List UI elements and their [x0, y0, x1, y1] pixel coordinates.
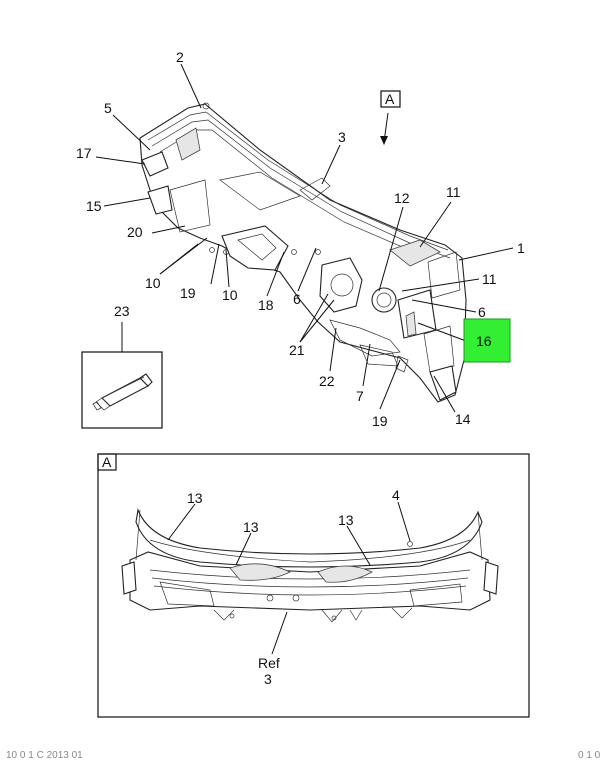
ref-label: Ref — [258, 655, 280, 671]
callout-14: 14 — [455, 411, 471, 427]
callout-13c: 13 — [338, 512, 354, 528]
callout-13a: 13 — [187, 490, 203, 506]
callout-22: 22 — [319, 373, 335, 389]
callouts: 2 5 17 3 15 20 10 19 10 18 6 12 11 1 11 … — [76, 49, 525, 429]
footer-left: 10 0 1 C 2013 01 — [6, 750, 83, 761]
callout-11a: 11 — [446, 184, 461, 200]
detail-a-frame — [97, 453, 530, 718]
sealant-tube-inset — [81, 351, 163, 429]
cowl-front-view — [121, 507, 499, 623]
callout-15: 15 — [86, 198, 102, 214]
callout-13b: 13 — [243, 519, 259, 535]
callout-18: 18 — [258, 297, 274, 313]
callout-16-highlight — [463, 318, 511, 363]
dash-panel-assembly — [139, 102, 467, 403]
callout-4: 4 — [392, 487, 400, 503]
view-a-indicator: A — [385, 91, 395, 107]
footer-right: 0 1 0 — [578, 750, 601, 761]
callout-11b: 11 — [482, 271, 497, 287]
callout-7: 7 — [356, 388, 364, 404]
detail-a-label-box — [97, 453, 117, 471]
callout-10b: 10 — [222, 287, 238, 303]
callout-19b: 19 — [372, 413, 388, 429]
callout-23: 23 — [114, 303, 130, 319]
callout-19a: 19 — [180, 285, 196, 301]
detail-callouts: 13 13 13 4 Ref 3 — [187, 487, 400, 687]
callout-3: 3 — [338, 129, 346, 145]
callout-2: 2 — [176, 49, 184, 65]
view-a-indicator-box — [380, 90, 401, 108]
callout-6a: 6 — [293, 291, 301, 307]
callout-6b: 6 — [478, 304, 486, 320]
callout-16: 16 — [476, 333, 492, 349]
callout-20: 20 — [127, 224, 143, 240]
callout-12: 12 — [394, 190, 410, 206]
callout-17: 17 — [76, 145, 92, 161]
detail-leaders — [167, 501, 411, 655]
detail-a-label: A — [102, 454, 112, 470]
callout-10a: 10 — [145, 275, 161, 291]
ref-number: 3 — [264, 671, 272, 687]
callout-1: 1 — [517, 240, 525, 256]
leader-lines — [95, 63, 514, 413]
callout-5: 5 — [104, 100, 112, 116]
callout-21: 21 — [289, 342, 305, 358]
